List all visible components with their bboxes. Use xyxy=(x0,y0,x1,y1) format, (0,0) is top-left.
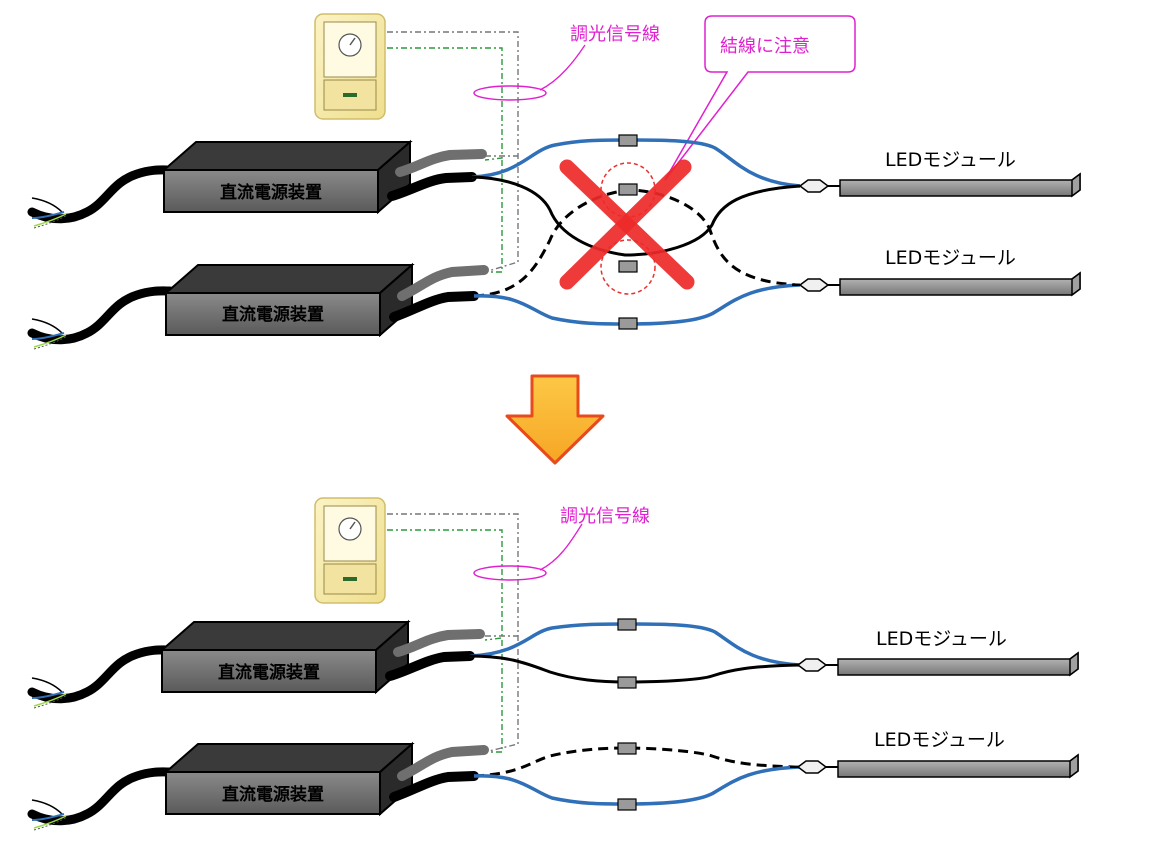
dimming-signal-line-label: 調光信号線 xyxy=(570,24,660,45)
psu-label: 直流電源装置 xyxy=(222,304,324,325)
down-arrow-icon xyxy=(505,374,605,465)
led-module-label: LEDモジュール xyxy=(876,628,1007,650)
psu-unit-4: 直流電源装置 xyxy=(32,743,489,830)
output-wires-bottom xyxy=(469,622,801,806)
psu-unit-1: 直流電源装置 xyxy=(32,141,487,228)
led-module-label: LEDモジュール xyxy=(885,149,1016,171)
signal-line-ring xyxy=(473,85,547,101)
caution-callout: 結線に注意 xyxy=(664,15,856,181)
psu-label: 直流電源装置 xyxy=(220,182,322,203)
psu-label: 直流電源装置 xyxy=(222,784,324,805)
dimming-signal-line-label: 調光信号線 xyxy=(560,506,650,527)
led-module-1: LEDモジュール xyxy=(791,149,1081,197)
psu-unit-3: 直流電源装置 xyxy=(32,621,485,708)
dimming-signal-lines-bottom xyxy=(387,513,519,753)
led-module-label: LEDモジュール xyxy=(885,247,1016,269)
led-module-4: LEDモジュール xyxy=(789,729,1079,778)
x-mark-icon xyxy=(559,159,695,290)
bottom-diagram-correct: 調光信号線 直流電源装置 直流電源装置 xyxy=(32,497,1079,830)
wire-connectors-bottom xyxy=(617,618,637,811)
wiring-caution-label: 結線に注意 xyxy=(720,36,810,57)
psu-unit-2: 直流電源装置 xyxy=(32,264,489,349)
caution-circle xyxy=(600,239,656,295)
dimming-signal-lines-top xyxy=(387,31,519,273)
psu-label: 直流電源装置 xyxy=(218,662,320,683)
dimmer-switch-icon xyxy=(314,497,386,604)
led-module-3: LEDモジュール xyxy=(789,628,1079,676)
led-module-2: LEDモジュール xyxy=(791,247,1081,296)
led-module-label: LEDモジュール xyxy=(874,729,1005,751)
signal-line-ring xyxy=(473,565,547,581)
top-diagram-incorrect: 調光信号線 結線に注意 直流電源装置 直流電源装置 xyxy=(32,13,1081,349)
dimmer-switch-icon xyxy=(314,13,386,120)
signal-callout-line xyxy=(539,44,586,91)
wire-connectors-top xyxy=(618,134,638,330)
signal-callout-line xyxy=(539,523,583,571)
